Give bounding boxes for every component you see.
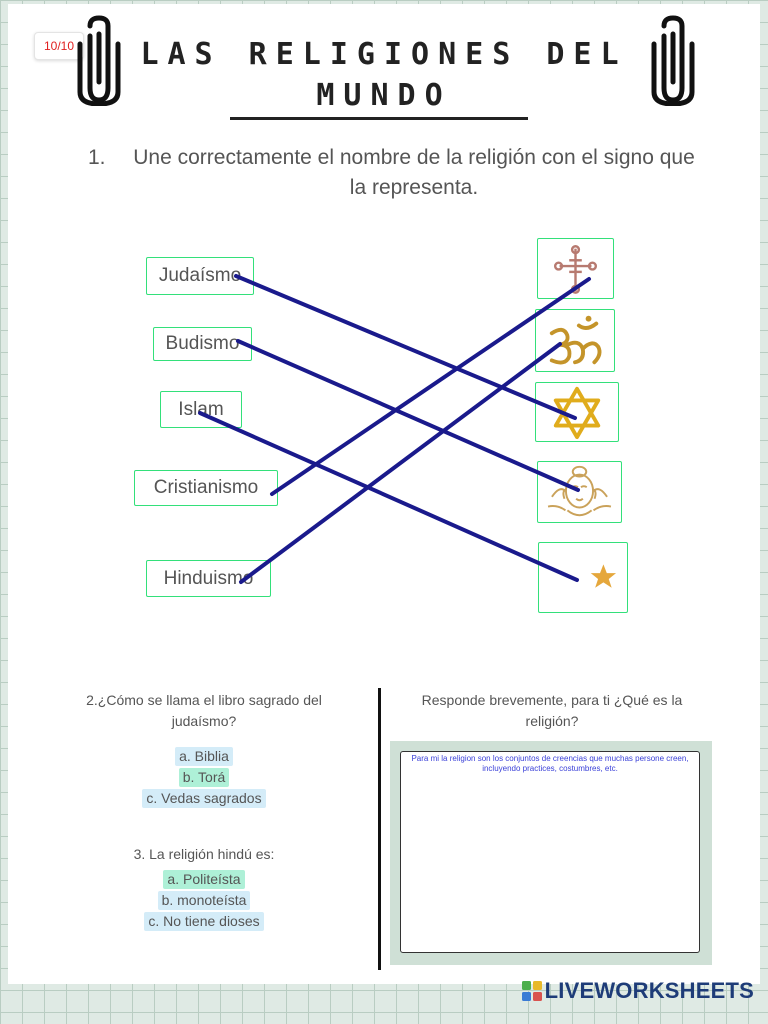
page-title: LAS RELIGIONES DEL MUNDO	[120, 34, 648, 116]
crescent-star-icon	[554, 550, 617, 606]
question-2: 2.¿Cómo se llama el libro sagrado del ju…	[58, 690, 350, 809]
star-of-david-icon	[553, 386, 601, 440]
answer-textarea[interactable]: Para mi la religion son los conjuntos de…	[400, 751, 700, 953]
religion-box-hinduismo[interactable]: Hinduismo	[146, 560, 271, 597]
match-line-judaismo[interactable]	[234, 274, 577, 420]
liveworksheets-logo-icon	[521, 981, 542, 1001]
question-4-text: Responde brevemente, para ti ¿Qué es la …	[421, 692, 683, 729]
buddha-icon	[547, 465, 612, 517]
question-2-options: a. Biblia b. Torá c. Vedas sagrados	[58, 746, 350, 809]
option-monoteista[interactable]: b. monoteísta	[157, 891, 251, 910]
title-line-2: MUNDO	[316, 78, 452, 113]
religion-box-budismo[interactable]: Budismo	[153, 327, 252, 361]
option-vedas-sagrados[interactable]: c. Vedas sagrados	[142, 789, 266, 808]
symbol-box-om[interactable]	[535, 309, 615, 372]
paperclip-icon	[77, 15, 121, 106]
question-1-text: Une correctamente el nombre de la religi…	[133, 146, 695, 199]
match-line-hinduismo[interactable]	[239, 342, 562, 584]
title-underline	[230, 117, 528, 120]
symbol-box-buddha[interactable]	[537, 461, 622, 523]
religion-box-cristianismo[interactable]: Cristianismo	[134, 470, 278, 506]
option-no-tiene-dioses[interactable]: c. No tiene dioses	[144, 912, 264, 931]
question-2-text: 2.¿Cómo se llama el libro sagrado del ju…	[86, 692, 322, 729]
option-biblia[interactable]: a. Biblia	[175, 747, 233, 766]
religion-box-islam[interactable]: Islam	[160, 391, 242, 428]
watermark-text: LIVEWORKSHEETS	[544, 978, 754, 1003]
question-3-text: 3. La religión hindú es:	[133, 846, 275, 862]
option-politeista[interactable]: a. Politeísta	[163, 870, 245, 889]
cross-icon	[553, 245, 598, 294]
paperclip-icon	[651, 15, 695, 106]
question-3: 3. La religión hindú es: a. Politeísta b…	[58, 844, 350, 932]
option-tora[interactable]: b. Torá	[178, 768, 230, 787]
score-badge: 10/10	[34, 32, 84, 60]
section-divider	[378, 688, 381, 970]
title-line-1: LAS RELIGIONES DEL	[140, 37, 628, 72]
question-1-number: 1.	[88, 146, 106, 169]
symbol-box-star-of-david[interactable]	[535, 382, 619, 442]
match-line-cristianismo[interactable]	[270, 277, 591, 496]
match-line-islam[interactable]	[198, 411, 579, 582]
match-line-budismo[interactable]	[236, 339, 580, 492]
symbol-box-crescent-star[interactable]	[538, 542, 628, 613]
question-3-options: a. Politeísta b. monoteísta c. No tiene …	[58, 869, 350, 932]
liveworksheets-logo: LIVEWORKSHEETS	[521, 978, 754, 1004]
